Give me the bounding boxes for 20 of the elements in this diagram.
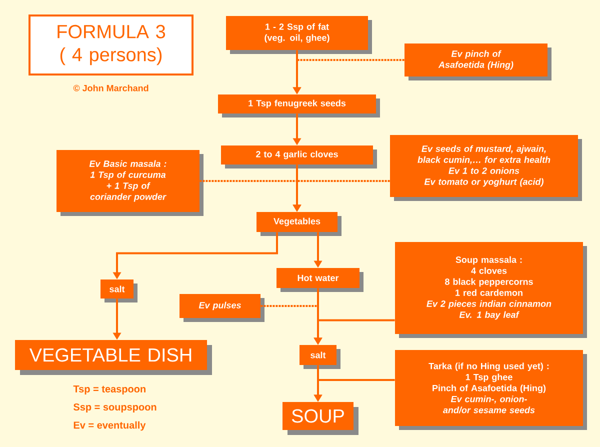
title-box: FORMULA 3 ( 4 persons) [28, 14, 194, 76]
step-box: Ev Basic masala : 1 Tsp of curcuma + 1 Tsp of coriander powder [56, 150, 204, 216]
legend-note: Ev = eventually [74, 421, 146, 431]
step-box: Ev pinch of Asafoetida (Hing) [404, 44, 552, 80]
step-box: salt [100, 280, 138, 302]
step-box: Vegetables [256, 212, 342, 236]
step-box: salt [300, 345, 340, 369]
result-box: SOUP [282, 402, 358, 435]
legend-note: Ssp = soupspoon [74, 403, 156, 413]
result-box: VEGETABLE DISH [15, 340, 212, 375]
step-box: Tarka (if no Hing used yet) : 1 Tsp ghee Pinch of Asafoetida (Hing) Ev cumin-, onion- and/or sesame seeds [395, 350, 587, 430]
step-box: Ev pulses [180, 294, 264, 322]
copyright-note: © John Marchand [73, 84, 148, 92]
legend-note: Tsp = teaspoon [73, 386, 146, 394]
step-box: Hot water [276, 268, 364, 292]
step-box: Ev seeds of mustard, ajwain, black cumin,… for extra health Ev 1 to 2 onions Ev tomato or yoghurt (acid) [390, 135, 582, 201]
step-box: 1 - 2 Ssp of fat (veg. oil, ghee) [226, 16, 372, 54]
step-box: 1 Tsp fenugreek seeds [218, 94, 380, 118]
step-box: Soup massala : 4 cloves 8 black peppercorns 1 red cardemon Ev 2 pieces indian cinnamon Ev. 1 bay leaf [395, 242, 587, 338]
step-box: 2 to 4 garlic cloves [221, 146, 377, 168]
